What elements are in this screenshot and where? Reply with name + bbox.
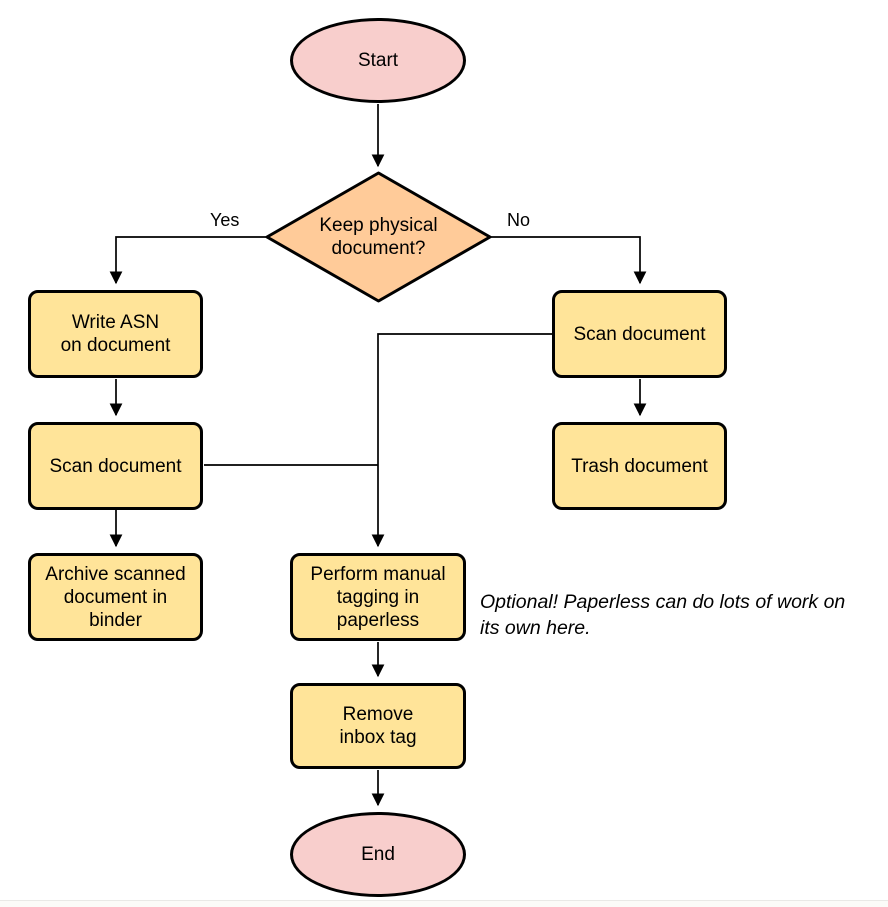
- edge-decision-to-write-asn: [109, 236, 266, 285]
- node-scan-document-left-label: Scan document: [49, 455, 182, 477]
- node-scan-document-right-label: Scan document: [573, 323, 706, 345]
- optional-note: Optional! Paperless can do lots of work …: [480, 591, 846, 639]
- node-remove-inbox-tag-label: Remove inbox tag: [339, 704, 417, 748]
- node-scan-document-right: Scan document: [552, 290, 727, 378]
- node-archive-binder: Archive scanned document in binder: [28, 553, 203, 641]
- node-manual-tagging: Perform manual tagging in paperless: [290, 553, 466, 641]
- edge-scan-right-to-tagging: [371, 333, 552, 548]
- node-end-label: End: [361, 844, 395, 865]
- edge-decision-to-scan-right: [491, 236, 647, 285]
- node-remove-inbox-tag: Remove inbox tag: [290, 683, 466, 769]
- node-decision: Keep physical document?: [266, 172, 491, 302]
- node-trash-document: Trash document: [552, 422, 727, 510]
- node-start-label: Start: [357, 50, 399, 71]
- node-scan-document-left: Scan document: [28, 422, 203, 510]
- node-archive-binder-label: Archive scanned document in binder: [45, 563, 186, 631]
- edge-label-no: No: [507, 210, 531, 230]
- node-end: End: [290, 812, 466, 897]
- node-trash-document-label: Trash document: [571, 455, 708, 477]
- page-bottom-divider: [0, 900, 888, 907]
- node-manual-tagging-label: Perform manual tagging in paperless: [310, 563, 446, 631]
- edge-label-yes: Yes: [210, 210, 240, 230]
- node-write-asn-label: Write ASN on document: [60, 312, 171, 356]
- node-start: Start: [290, 18, 466, 103]
- decision-diamond-shape: [265, 171, 492, 303]
- node-write-asn: Write ASN on document: [28, 290, 203, 378]
- node-decision-label: Keep physical document?: [319, 215, 438, 259]
